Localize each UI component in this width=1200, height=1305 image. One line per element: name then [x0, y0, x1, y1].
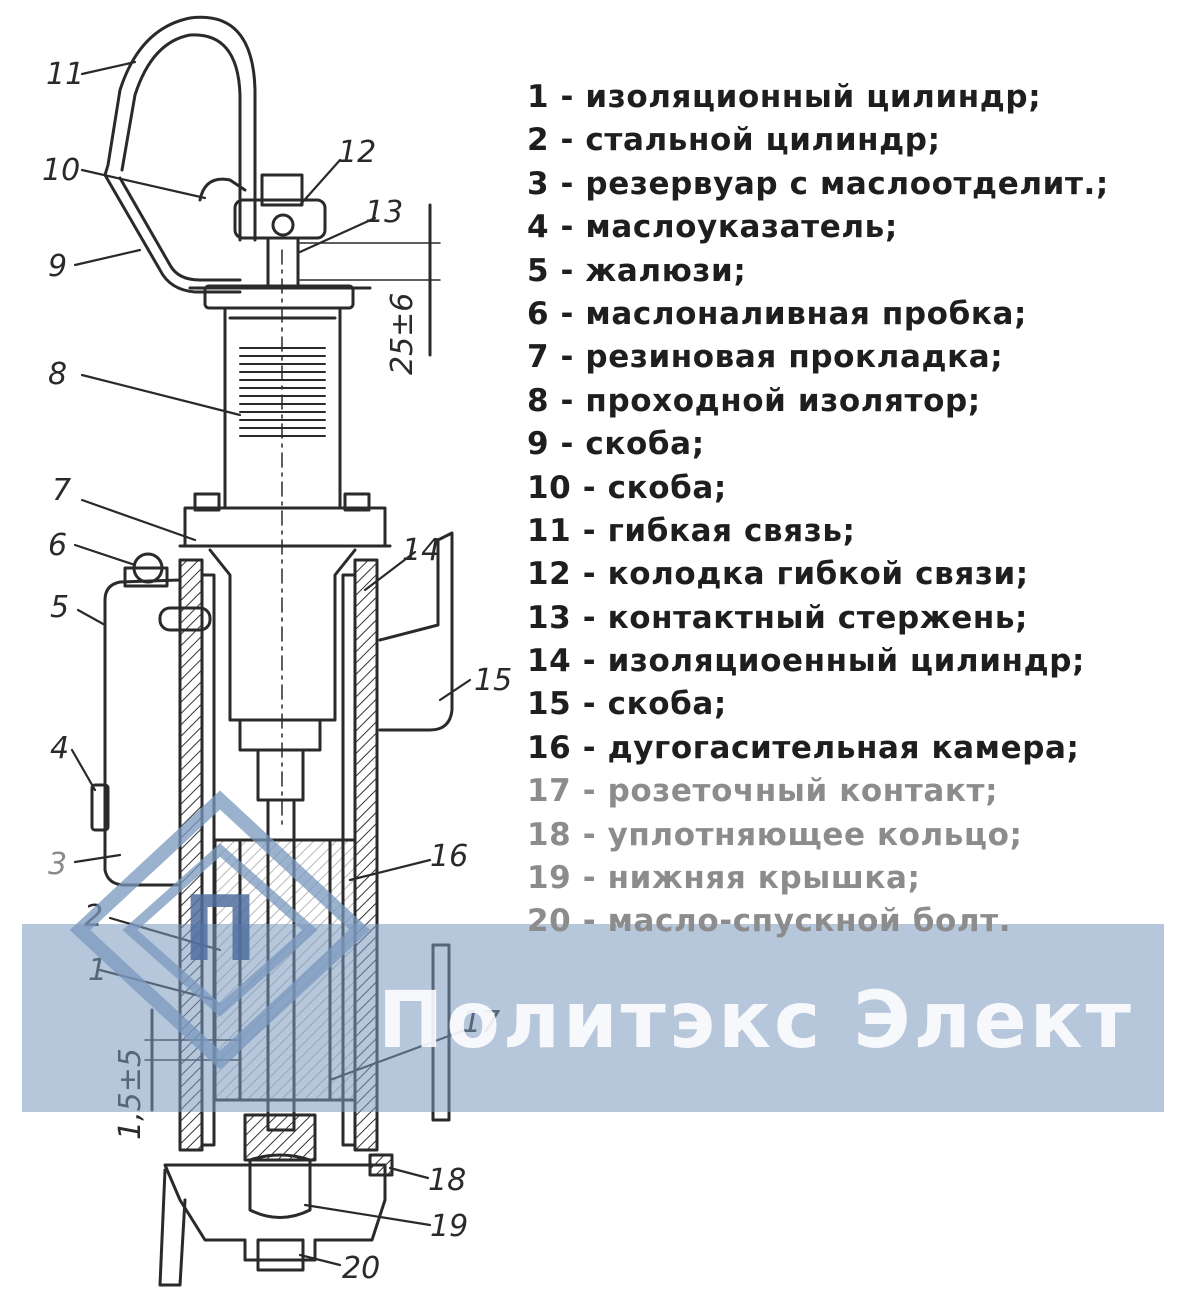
callout-6: 6	[48, 528, 67, 563]
legend-item: 6 - маслоналивная пробка;	[527, 295, 1027, 332]
flexible-link	[103, 15, 257, 242]
callout-10: 10	[42, 153, 80, 188]
legend-item: 12 - колодка гибкой связи;	[527, 556, 1029, 593]
legend-item: 14 - изоляциоенный цилиндр;	[527, 643, 1086, 680]
watermark-banner	[22, 924, 1164, 1112]
callout-5: 5	[50, 590, 69, 625]
legend-item: 10 - скоба;	[527, 469, 727, 506]
legend-item: 3 - резервуар с маслоотделит.;	[527, 165, 1109, 202]
oil-level-indicator	[90, 783, 110, 832]
callout-14: 14	[402, 533, 440, 568]
legend-item: 11 - гибкая связь;	[527, 512, 856, 549]
callout-20: 20	[342, 1251, 380, 1286]
legend-item: 7 - резиновая прокладка;	[527, 339, 1004, 376]
sealing-ring	[368, 1153, 394, 1177]
watermark-logo-letter: П	[182, 877, 257, 982]
callout-13: 13	[365, 195, 403, 230]
bracket-9	[103, 173, 242, 294]
legend-item: 17 - розеточный контакт;	[527, 773, 999, 810]
oil-filler-plug	[132, 552, 164, 584]
legend-item: 5 - жалюзи;	[527, 252, 747, 289]
parts-legend: 1 - изоляционный цилиндр; 2 - стальной ц…	[527, 76, 1187, 944]
callout-15: 15	[474, 663, 512, 698]
legend-item: 13 - контактный стержень;	[527, 599, 1029, 636]
callout-19: 19	[430, 1209, 468, 1244]
watermark-text: Политэкс Элект	[378, 976, 1134, 1066]
legend-item: 2 - стальной цилиндр;	[527, 122, 941, 159]
callout-3: 3	[48, 847, 67, 882]
callout-12: 12	[338, 135, 376, 170]
callout-18: 18	[428, 1163, 466, 1198]
legend-item: 20 - масло-спускной болт.	[527, 903, 1012, 940]
callout-16: 16	[430, 839, 468, 874]
legend-item: 8 - проходной изолятор;	[527, 382, 981, 419]
legend-item: 9 - скоба;	[527, 426, 705, 463]
legend-item: 15 - скоба;	[527, 686, 727, 723]
bracket-15	[378, 531, 454, 732]
callout-9: 9	[48, 249, 67, 284]
watermark-logo: П	[69, 790, 371, 1070]
legend-item: 19 - нижняя крышка;	[527, 860, 921, 897]
legend-item: 16 - дугогасительная камера;	[527, 729, 1080, 766]
socket-contact	[243, 1113, 317, 1162]
drain-bolt	[256, 1238, 305, 1272]
legend-item: 4 - маслоуказатель;	[527, 209, 898, 246]
callout-4: 4	[50, 731, 69, 766]
oil-reservoir	[103, 578, 182, 887]
callout-8: 8	[48, 357, 67, 392]
legend-item: 18 - уплотняющее кольцо;	[527, 816, 1023, 853]
contact-rod-top	[266, 236, 300, 288]
dimension-top-label: 25±6	[385, 293, 420, 375]
legend-item: 1 - изоляционный цилиндр;	[527, 79, 1042, 115]
upper-flange	[183, 506, 387, 548]
callout-7: 7	[52, 473, 71, 508]
callout-11: 11	[46, 57, 84, 92]
bottom-cover	[163, 1163, 387, 1262]
